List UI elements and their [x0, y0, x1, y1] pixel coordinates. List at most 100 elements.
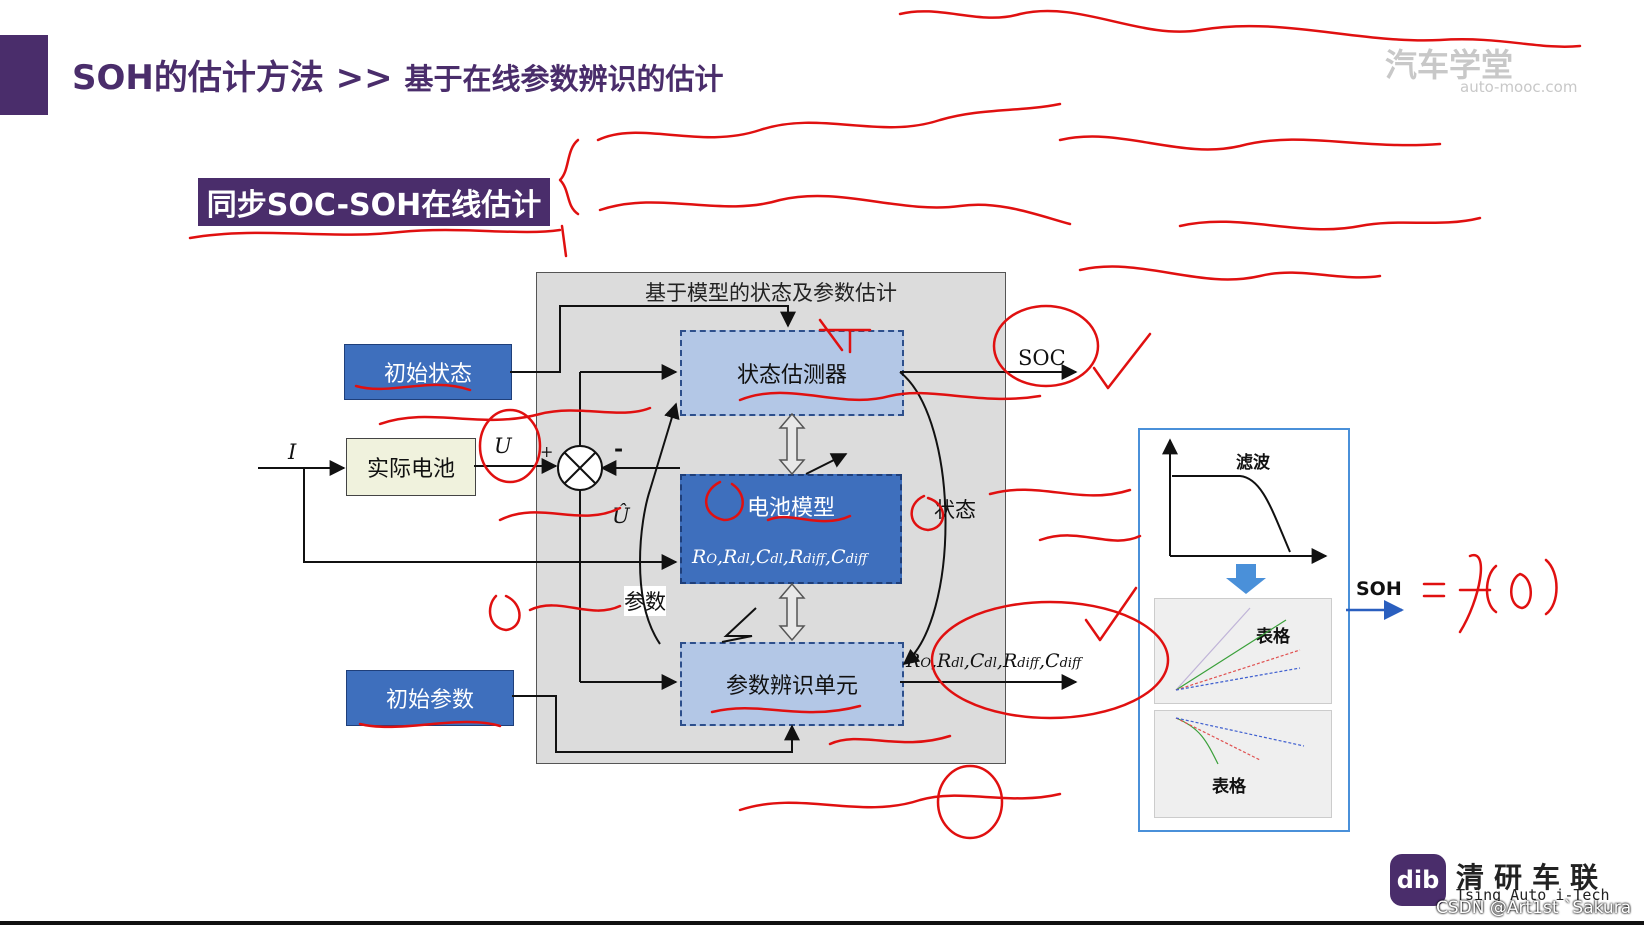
- real-battery-box: 实际电池: [346, 438, 476, 496]
- soc-output-label: SOC: [1018, 346, 1066, 370]
- minus-sign: -: [614, 436, 624, 462]
- thumb1-line-a: [1175, 607, 1251, 691]
- out-param-cd: C: [969, 650, 985, 672]
- thumb2-line-a: [1175, 717, 1219, 765]
- annotation-scribble-line5: [1078, 265, 1382, 281]
- annotation-underline-subtitle: [188, 228, 562, 240]
- initial-state-box: 初始状态: [344, 344, 512, 400]
- annotation-scribble-line2: [1058, 135, 1442, 151]
- company-logo: dib: [1390, 854, 1446, 906]
- annotation-scribble-left2: [498, 506, 622, 522]
- out-param-r-sub: O: [920, 656, 931, 671]
- summer-cross-b: [564, 452, 596, 484]
- battery-model-box: 电池模型: [680, 474, 902, 584]
- slide-title-main: SOH的估计方法 >>: [72, 58, 405, 98]
- param-r: R: [692, 546, 707, 568]
- input-current-label: I: [288, 440, 297, 464]
- state-feedback-label: 状态: [934, 494, 976, 524]
- thumb1-line-d: [1175, 667, 1301, 691]
- state-observer-box: 状态估测器: [680, 330, 904, 416]
- out-param-rd: R: [937, 650, 952, 672]
- double-arrow-2: [778, 582, 806, 642]
- annotation-check-soc: [1092, 332, 1152, 390]
- slide-title-sub: 基于在线参数辨识的估计: [404, 62, 724, 96]
- plus-sign: +: [540, 442, 554, 461]
- param-rd-sub: dl: [737, 552, 750, 567]
- annotation-equals: [1422, 582, 1446, 598]
- annotation-ekf: [818, 318, 872, 354]
- table-thumb-2-lines: [1175, 717, 1305, 765]
- param-rd: R: [723, 546, 738, 568]
- company-name-cn: 清研车联: [1456, 861, 1609, 894]
- annotation-underline-paramunit: [710, 704, 862, 714]
- model-param-list: RO,Rdl,Cdl,Rdiff,Cdiff: [692, 546, 868, 568]
- flow-down-arrow: [1226, 564, 1266, 594]
- param-cdiff: C: [831, 546, 846, 568]
- out-param-rdiff: R: [1002, 650, 1018, 672]
- param-cdiff-sub: diff: [845, 552, 868, 567]
- out-param-cd-sub: dl: [984, 656, 997, 671]
- filter-curve: [1172, 475, 1291, 553]
- table-thumb-1-lines: [1175, 607, 1301, 691]
- soh-label: SOH: [1356, 578, 1402, 600]
- out-param-rd-sub: dl: [951, 656, 964, 671]
- out-param-rdiff-sub: diff: [1017, 656, 1039, 671]
- company-name-en: Tsing Auto i-Tech: [1456, 886, 1610, 904]
- output-param-list: RO,Rdl,Cdl,Rdiff,Cdiff: [906, 650, 1082, 672]
- voltage-label: U: [494, 434, 512, 458]
- annotation-param-update-eq: [738, 792, 1062, 812]
- flow-lines: [258, 305, 1078, 753]
- summing-junction: [557, 445, 603, 491]
- table-label-1: 表格: [1256, 627, 1290, 647]
- param-feedback-curve: [639, 402, 680, 645]
- frame-border: [0, 921, 1644, 925]
- annotation-rls-kf: [828, 734, 952, 746]
- state-feedback-curve: [899, 371, 947, 665]
- annotation-circle-soc: [992, 304, 1100, 388]
- thumb1-line-b: [1175, 619, 1287, 691]
- filter-label: 滤波: [1236, 453, 1270, 473]
- annotation-circle-params: [930, 600, 1170, 720]
- annotation-scribble-right1: [988, 488, 1132, 497]
- csdn-credit: CSDN @Art1st `Sakura: [1436, 898, 1632, 918]
- annotation-check-params: [1084, 586, 1138, 642]
- annotation-underline-initstate: [354, 383, 472, 392]
- annotation-underline-initparams: [358, 720, 502, 729]
- slide-subtitle: 同步SOC-SOH在线估计: [198, 178, 550, 226]
- param-update-zigzag: [721, 607, 757, 643]
- annotation-scribble-line1: [596, 102, 1062, 142]
- table-label-2: 表格: [1212, 777, 1246, 797]
- annotation-brace: [558, 138, 580, 216]
- watermark-en: auto-mooc.com: [1460, 78, 1578, 96]
- annotation-scribble-line4: [1178, 216, 1482, 231]
- param-r-sub: O: [706, 552, 717, 567]
- annotation-scribble-line3: [598, 194, 1072, 226]
- current-to-model-line: [303, 468, 678, 570]
- thumb2-line-c: [1175, 717, 1305, 747]
- filter-chart: [1162, 438, 1328, 564]
- annotation-theta: [1485, 558, 1558, 616]
- out-param-cdiff: C: [1045, 650, 1060, 672]
- thumb1-line-c: [1175, 649, 1301, 691]
- slide-title: SOH的估计方法 >> 基于在线参数辨识的估计: [72, 50, 724, 99]
- annotation-observer-eq: [738, 391, 1042, 402]
- param-cd: C: [755, 546, 771, 568]
- model-update-arrow: [805, 453, 848, 475]
- double-arrow-1: [778, 412, 806, 476]
- init-params-to-unit-line: [512, 695, 800, 753]
- handwritten-annotations: [188, 9, 1582, 840]
- table-thumb-2: [1154, 710, 1332, 818]
- param-rdiff: R: [788, 546, 804, 568]
- init-state-to-observer-line: [510, 305, 796, 373]
- annotation-circle-1: [704, 480, 744, 522]
- annotation-tick: [560, 224, 568, 258]
- param-cd-sub: dl: [770, 552, 783, 567]
- annotation-scribble-right2: [1038, 534, 1142, 542]
- annotation-f: [1458, 553, 1492, 634]
- annotation-circle-u: [478, 408, 542, 484]
- initial-params-box: 初始参数: [346, 670, 514, 726]
- annotation-scribble-left3: [528, 604, 622, 612]
- annotation-circle-3: [488, 594, 521, 632]
- thumb2-line-b: [1175, 717, 1261, 761]
